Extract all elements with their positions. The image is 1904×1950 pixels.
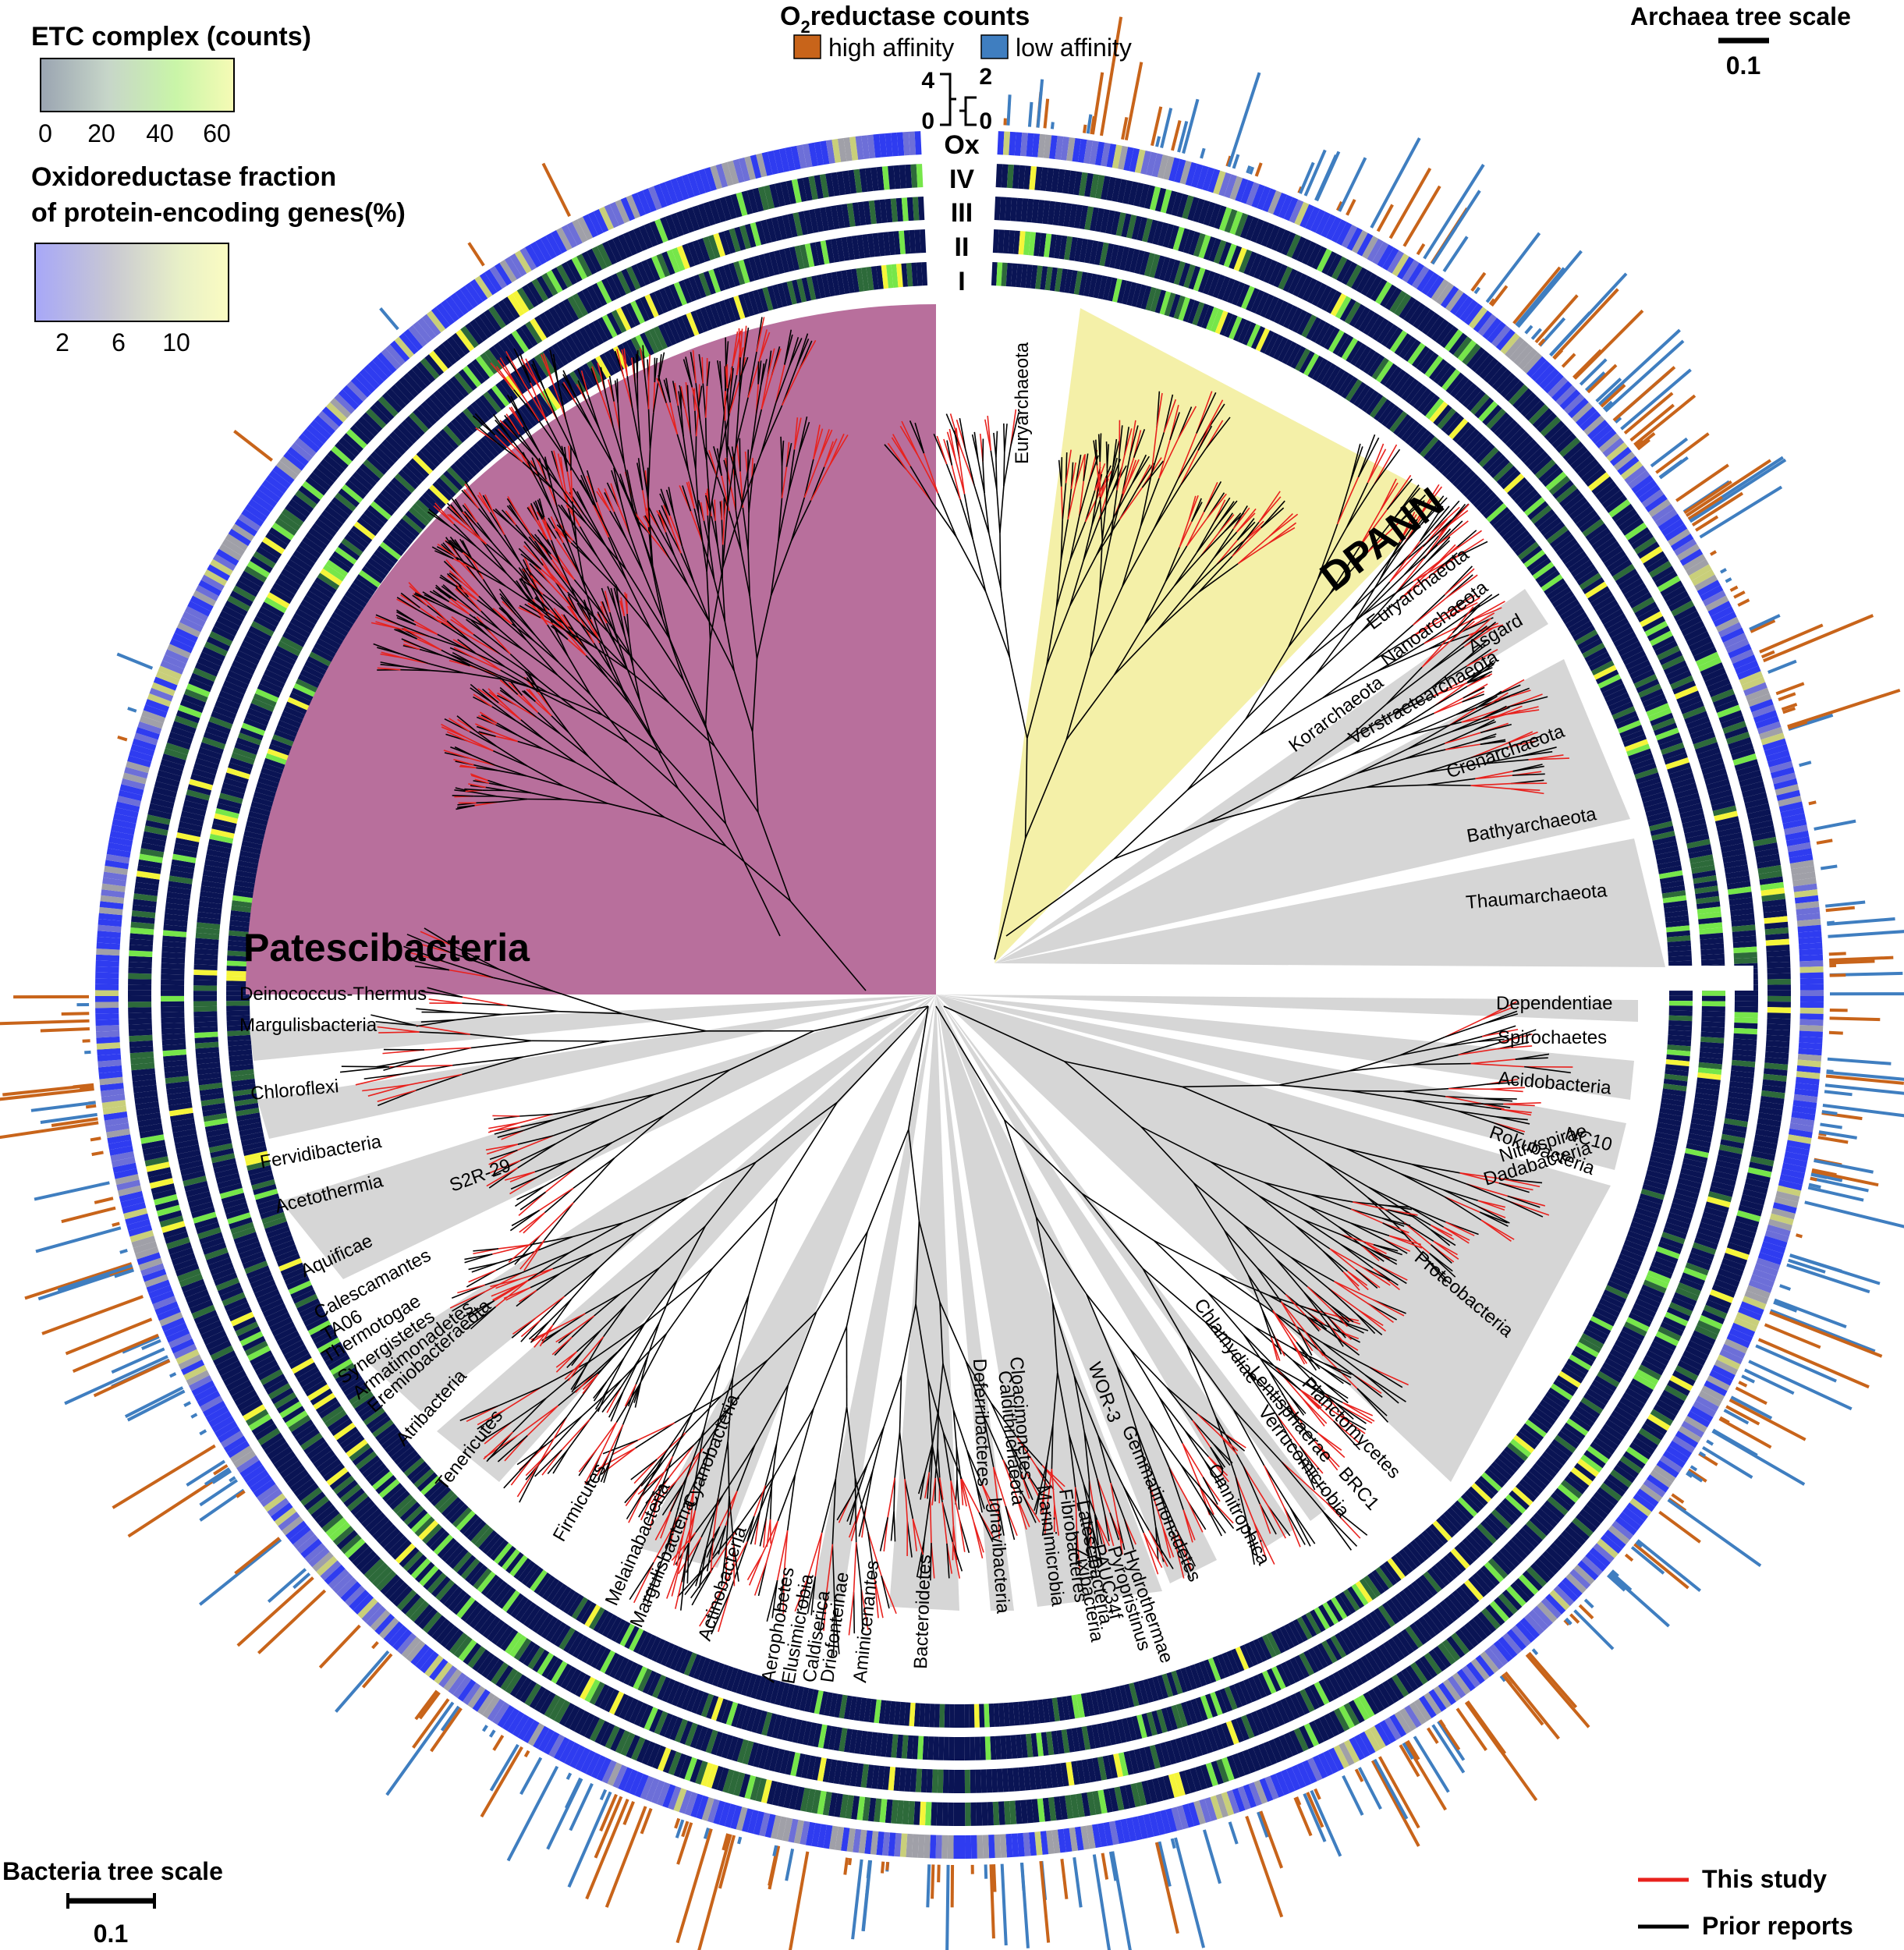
oxred-tick-10: 10 — [162, 328, 190, 356]
o2-reductase-bars — [0, 16, 1904, 1950]
oxred-legend-title-2: of protein-encoding genes(%) — [31, 198, 406, 228]
patescibacteria-label: Patescibacteria — [243, 926, 530, 970]
etc-tick-20: 20 — [87, 119, 115, 147]
high-affinity-swatch — [793, 34, 821, 59]
etc-legend-title: ETC complex (counts) — [31, 22, 311, 51]
ring-label-i: I — [958, 267, 965, 296]
bacteria-scale-value: 0.1 — [94, 1920, 128, 1948]
bacteria-scale-title: Bacteria tree scale — [2, 1857, 223, 1885]
archaea-scale-value: 0.1 — [1726, 51, 1760, 80]
oxred-tick-6: 6 — [112, 328, 126, 356]
clade-dependentiae: Dependentiae — [1496, 993, 1612, 1014]
low-scale-bracket — [959, 96, 977, 126]
clade-deferribacteres: Deferribacteres — [969, 1358, 995, 1487]
etc-tick-0: 0 — [38, 119, 52, 147]
etc-tick-40: 40 — [146, 119, 174, 147]
ring-label-ox: Ox — [944, 130, 979, 160]
clade-fervidibacteria: Fervidibacteria — [258, 1131, 383, 1173]
ring-label-ii: II — [955, 232, 970, 262]
o2-reductase-legend: O2reductase counts high affinity low aff… — [780, 2, 1132, 134]
oxidoreductase-legend: Oxidoreductase fraction of protein-encod… — [31, 162, 406, 356]
data-rings — [95, 131, 1824, 1859]
archaea-tree-scale: Archaea tree scale 0.1 — [1630, 2, 1851, 80]
clade-bacteroidetes: Bacteroidetes — [910, 1555, 935, 1670]
clade-euryarchaeota-1: Euryarchaeota — [1012, 342, 1033, 464]
clade-firmicutes: Firmicutes — [549, 1460, 611, 1545]
clade-deinococcus-thermus: Deinococcus-Thermus — [239, 984, 427, 1005]
tree-branches — [339, 317, 1573, 1657]
ring-label-iv: IV — [949, 165, 974, 194]
etc-color-scale — [40, 58, 235, 112]
low-affinity-label: low affinity — [1016, 34, 1132, 62]
sector-gaps — [936, 117, 1753, 1006]
this-study-label: This study — [1702, 1865, 1827, 1893]
oxred-tick-2: 2 — [55, 328, 69, 356]
prior-reports-label: Prior reports — [1702, 1912, 1853, 1940]
low-scale-min: 0 — [979, 108, 992, 134]
high-affinity-label: high affinity — [828, 34, 954, 62]
low-scale-max: 2 — [979, 64, 992, 90]
etc-legend: ETC complex (counts) 0 20 40 60 — [31, 22, 311, 147]
ring-label-iii: III — [951, 198, 973, 228]
high-scale-min: 0 — [921, 108, 934, 134]
high-scale-bracket — [940, 73, 956, 126]
clade-margulisbacteria-1: Margulisbacteria — [239, 1015, 378, 1036]
etc-tick-60: 60 — [203, 119, 231, 147]
ring-labels: Ox IV III II I — [944, 130, 979, 296]
low-affinity-swatch — [980, 34, 1009, 59]
bacteria-tree-scale: Bacteria tree scale 0.1 — [2, 1857, 223, 1948]
clade-wedges — [246, 304, 1665, 1611]
high-scale-max: 4 — [921, 68, 934, 94]
o2-legend-title: O2reductase counts — [780, 2, 1030, 37]
oxred-color-scale — [34, 243, 229, 322]
archaea-scale-title: Archaea tree scale — [1630, 2, 1851, 30]
clade-spirochaetes: Spirochaetes — [1498, 1027, 1607, 1048]
branch-color-legend: This study Prior reports — [1638, 1865, 1853, 1940]
oxred-legend-title-1: Oxidoreductase fraction — [31, 162, 336, 192]
patescibacteria-wedge — [246, 304, 936, 994]
